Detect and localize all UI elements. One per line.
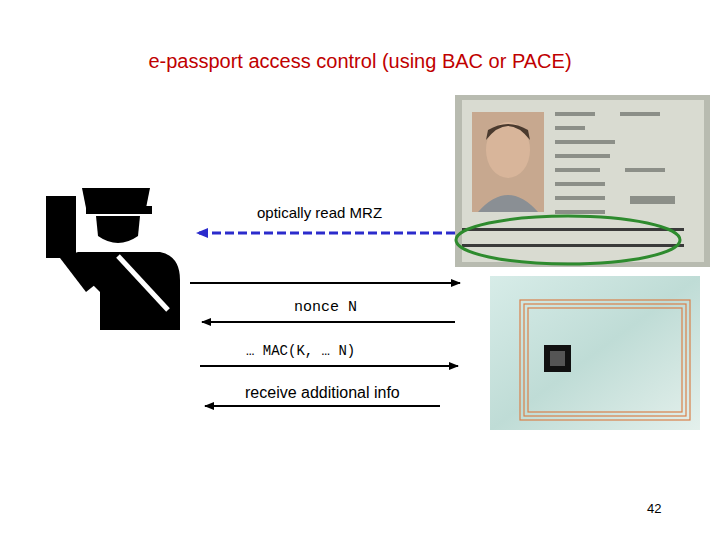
passport-book <box>46 196 76 258</box>
page-number: 42 <box>645 502 663 517</box>
passport-cover <box>455 95 710 267</box>
officer-icon <box>46 188 180 330</box>
message-arrow <box>200 365 458 367</box>
officer-body <box>78 252 180 330</box>
antenna-coil <box>524 304 686 416</box>
chip-die <box>550 351 565 366</box>
passport-photo <box>455 95 710 267</box>
face <box>486 122 530 178</box>
officer-cap <box>82 188 150 208</box>
mrz-highlight <box>456 216 680 264</box>
message-arrow <box>202 321 455 323</box>
mrz-line <box>462 244 684 247</box>
arrow-label: … MAC(K, … N) <box>244 343 357 359</box>
chip-page <box>490 276 700 430</box>
officer-sash <box>118 256 168 310</box>
shoulders <box>478 195 538 212</box>
cap-brim <box>86 206 152 214</box>
message-arrow <box>190 282 460 284</box>
officer-arm <box>60 252 96 292</box>
arrow-label: receive additional info <box>243 384 402 402</box>
passport-page <box>462 100 704 262</box>
mrz-line <box>462 228 684 231</box>
chip-photo <box>490 276 700 430</box>
antenna-coil <box>528 308 682 412</box>
antenna-coil <box>520 300 690 420</box>
hair <box>486 124 530 140</box>
arrow-label: optically read MRZ <box>255 204 384 221</box>
officer-head <box>96 216 140 243</box>
optical-read-arrow <box>197 232 455 235</box>
portrait <box>472 112 544 212</box>
arrow-label: nonce N <box>292 299 359 316</box>
slide-title: e-passport access control (using BAC or … <box>0 50 720 73</box>
chip <box>544 345 571 372</box>
data-lines <box>555 112 675 214</box>
message-arrow <box>205 405 440 407</box>
